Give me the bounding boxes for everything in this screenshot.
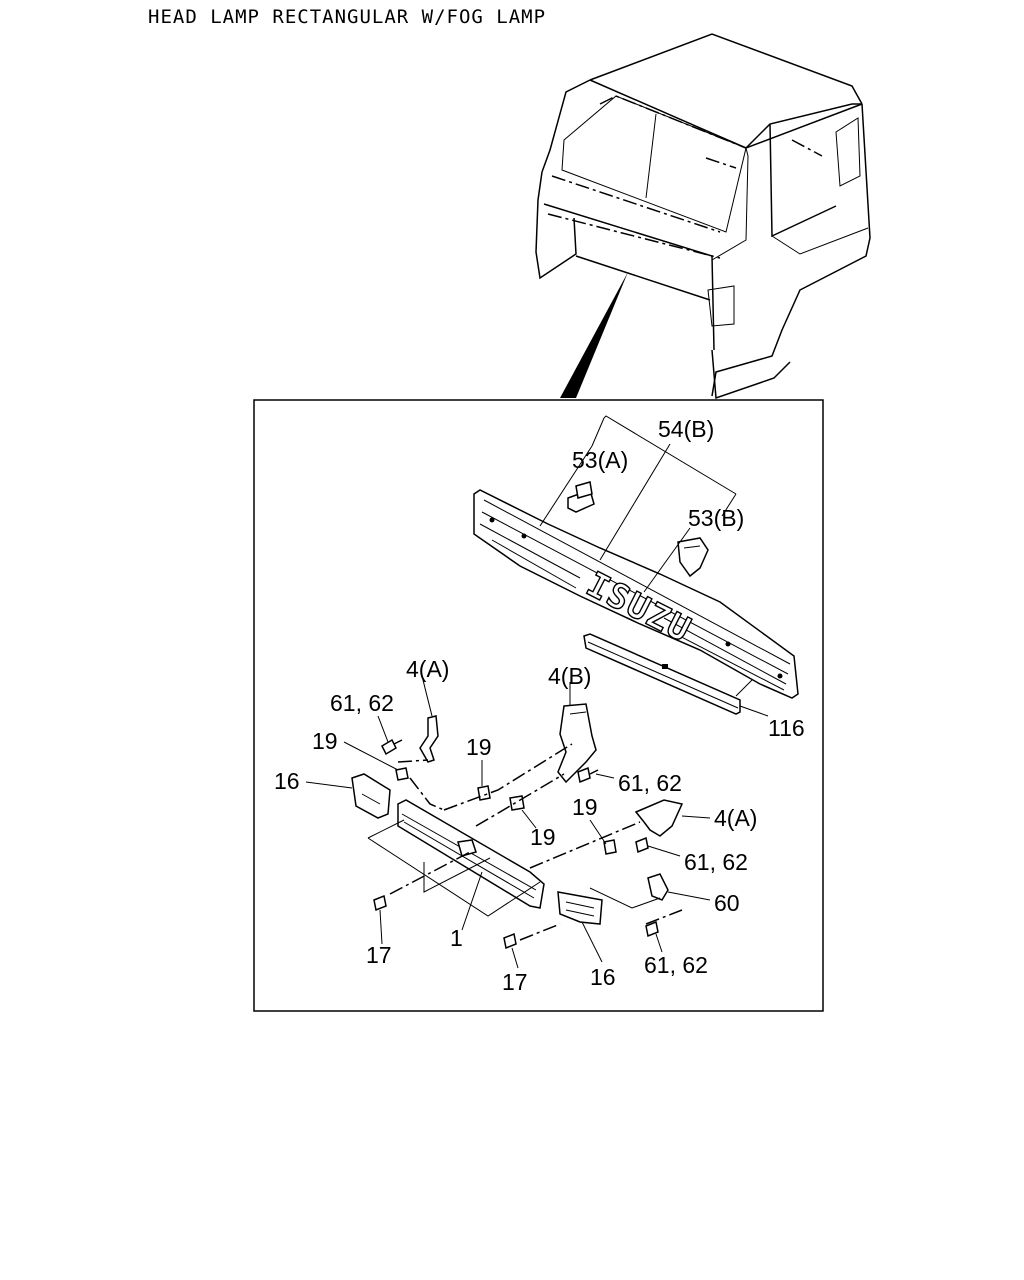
leader-lines xyxy=(305,415,769,969)
callout-53a: 53(A) xyxy=(572,447,628,473)
callout-53b: 53(B) xyxy=(688,505,744,531)
clip-19-a xyxy=(395,767,409,781)
callout-61-62-d: 61, 62 xyxy=(644,952,708,978)
trim-16-right xyxy=(557,891,603,925)
screw-17-left xyxy=(373,894,387,912)
callout-1: 1 xyxy=(450,925,463,951)
callout-19-a: 19 xyxy=(312,728,338,754)
callout-17-left: 17 xyxy=(366,942,392,968)
callout-16-left: 16 xyxy=(274,768,300,794)
callout-54b: 54(B) xyxy=(658,416,714,442)
callout-4a-top: 4(A) xyxy=(406,656,449,682)
screw-61-62-b xyxy=(577,766,599,784)
callout-19-c: 19 xyxy=(530,824,556,850)
clip-53a xyxy=(567,481,595,513)
screw-61-62-c xyxy=(635,836,649,854)
screw-17-bottom xyxy=(503,932,517,950)
lamp-housing xyxy=(397,799,545,909)
page-title: HEAD LAMP RECTANGULAR W/FOG LAMP xyxy=(148,6,547,28)
bracket-4b xyxy=(557,703,597,784)
clip-19-d xyxy=(603,839,617,855)
callout-16-right: 16 xyxy=(590,964,616,990)
callout-19-b: 19 xyxy=(466,734,492,760)
callout-116: 116 xyxy=(768,715,805,741)
bracket-4a-left xyxy=(419,715,439,763)
callout-60: 60 xyxy=(714,890,740,916)
grille-lower-strip xyxy=(583,633,741,715)
callout-61-62-b: 61, 62 xyxy=(618,770,682,796)
callout-61-62-a: 61, 62 xyxy=(330,690,394,716)
bracket-60 xyxy=(647,873,669,901)
callout-17-bottom: 17 xyxy=(502,969,528,995)
callout-19-d: 19 xyxy=(572,794,598,820)
screw-61-62-d xyxy=(645,920,659,938)
callout-4b: 4(B) xyxy=(548,663,591,689)
trim-16-left xyxy=(351,773,391,819)
bracket-4a-right xyxy=(634,799,684,837)
detail-frame xyxy=(253,399,824,1012)
callout-61-62-c: 61, 62 xyxy=(684,849,748,875)
screw-61-62-a xyxy=(381,738,403,756)
alignment-lines xyxy=(389,743,683,941)
callout-4a-right: 4(A) xyxy=(714,805,757,831)
clip-19-b xyxy=(477,785,491,801)
clip-53b xyxy=(677,537,709,578)
clip-19-c xyxy=(509,795,525,811)
truck-cab-drawing xyxy=(535,33,871,400)
